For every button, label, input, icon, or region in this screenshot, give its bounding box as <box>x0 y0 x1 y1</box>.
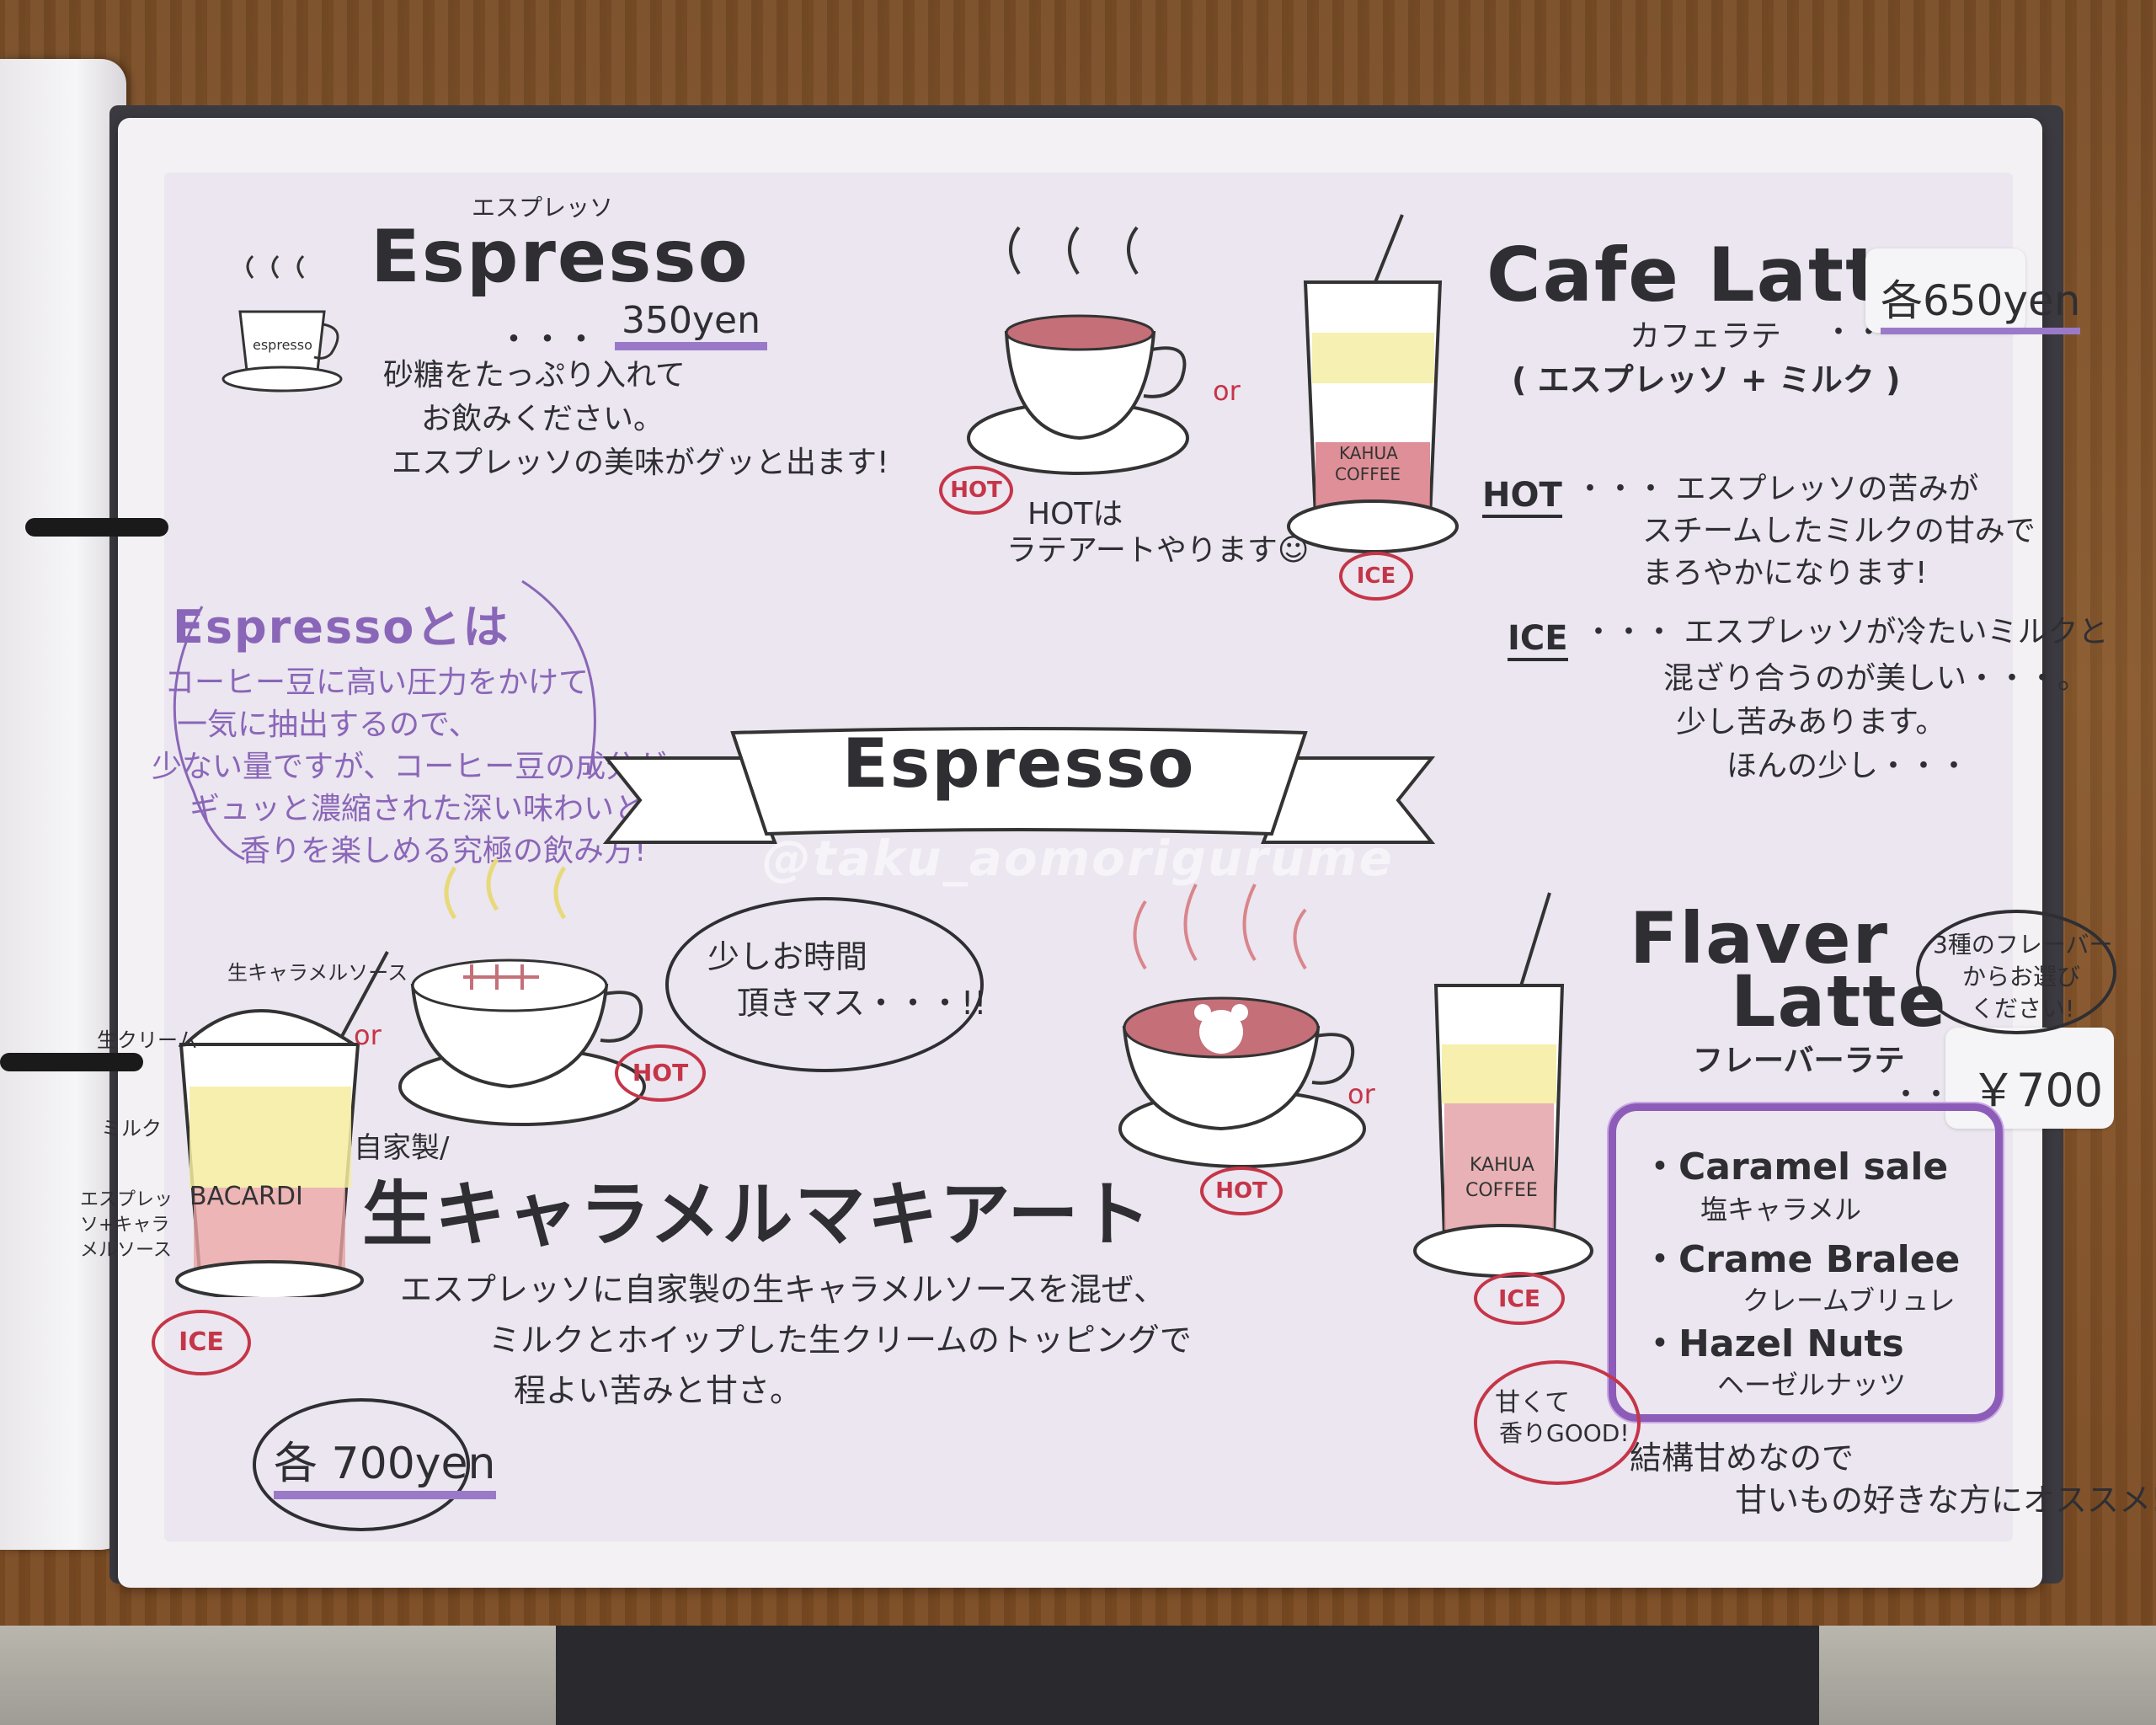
about-bracket <box>173 579 596 861</box>
hot-art-note-1: HOTは <box>1027 497 1123 531</box>
cup-brand-1: KAHUA <box>1339 443 1398 463</box>
cafe-latte-ice-desc-3: 少し苦みあります。 <box>1676 705 1946 740</box>
about-line-1: コーヒー豆に高い圧力をかけて <box>164 665 590 700</box>
flaver-title-1: Flaver <box>1630 897 1890 980</box>
flaver-note-2: 甘いもの好きな方にオススメ! <box>1735 1482 2156 1519</box>
layer-label-espresso-caramel: エスプレッソ+キャラメルソース <box>80 1189 173 1261</box>
wait-bubble-line-1: 少しお時間 <box>707 938 868 975</box>
espresso-desc-1: 砂糖をたっぷり入れて <box>383 358 686 393</box>
cafe-latte-ice-label: ICE <box>1508 619 1568 661</box>
cafe-latte-ice-desc-1: ・・・ エスプレッソが冷たいミルクと <box>1583 615 2109 649</box>
caramel-price: 各 700yen <box>274 1428 496 1499</box>
ice-badge-2: ICE <box>152 1310 251 1375</box>
espresso-ruby: エスプレッソ <box>472 194 614 222</box>
ice-badge-1: ICE <box>1339 552 1413 601</box>
iced-latte-glass-illustration: KAHUA COFFEE <box>1287 214 1459 553</box>
espresso-cup-illustration: espresso <box>221 254 343 393</box>
about-line-2: 一気に抽出するので、 <box>177 708 479 742</box>
espresso-price: 350yen <box>615 299 767 350</box>
flavor-list-box: ・Caramel sale 塩キャラメル ・Crame Bralee クレームブ… <box>1609 1103 2003 1422</box>
espresso-desc-3: エスプレッソの美味がグッと出ます! <box>392 446 889 480</box>
binder-ring-bottom <box>0 1053 143 1071</box>
cafe-latte-ice-desc-4: ほんの少し・・・ <box>1726 749 1970 783</box>
iced-caramel-glass-illustration: BACARDI <box>175 951 389 1297</box>
svg-text:espresso: espresso <box>253 337 312 353</box>
flavor-choice-bubble <box>1916 910 2116 1034</box>
espresso-desc-2: お飲みください。 <box>421 402 664 436</box>
about-line-3: 少ない量ですが、コーヒー豆の成分が <box>152 750 667 784</box>
hot-badge-2: HOT <box>615 1044 706 1102</box>
flavor-choice-line-2: からお選び <box>1962 963 2081 991</box>
or-label-2: or <box>354 1019 382 1051</box>
about-title: Espressoとは <box>173 601 510 654</box>
cup-brand-2: COFFEE <box>1335 464 1401 484</box>
wait-bubble-line-2: 頂きマス・・・!! <box>737 985 987 1022</box>
hot-art-note-2: ラテアートやります☺ <box>1006 533 1310 568</box>
sweet-bubble <box>1474 1360 1641 1485</box>
caramel-desc-1: エスプレッソに自家製の生キャラメルソースを混ぜ、 <box>400 1271 1166 1308</box>
flaver-title-2: Latte <box>1731 960 1948 1043</box>
cup-text-bacardi: BACARDI <box>189 1182 303 1211</box>
hot-badge-3: HOT <box>1200 1167 1283 1215</box>
flavor-jp-3: ヘーゼルナッツ <box>1717 1369 1907 1401</box>
caramel-price-circle <box>253 1398 470 1531</box>
caramel-title: 生キャラメルマキアート <box>362 1173 1153 1256</box>
cafe-latte-price-tag: 各650yen <box>1865 248 2081 334</box>
layer-label-caramel-sauce: 生キャラメルソース <box>227 961 408 985</box>
iced-flaver-glass-illustration: KAHUA COFFEE <box>1413 892 1593 1278</box>
flavor-jp-2: クレームブリュレ <box>1742 1284 1956 1316</box>
cafe-latte-ice-desc-2: 混ざり合うのが美しい・・・。 <box>1663 661 2089 696</box>
cafe-latte-sub: ( エスプレッソ + ミルク ) <box>1512 361 1901 398</box>
layer-label-milk: ミルク <box>101 1117 162 1140</box>
flaver-price: ￥700 <box>1971 1064 2104 1117</box>
ice-badge-3: ICE <box>1474 1272 1565 1325</box>
or-label-3: or <box>1348 1078 1375 1110</box>
sweet-bubble-line-2: 香りGOOD! <box>1499 1419 1630 1447</box>
hot-caramel-cup-illustration <box>398 857 646 1126</box>
about-line-4: ギュッと濃縮された深い味わいと <box>189 792 645 826</box>
caramel-homemade: 自家製/ <box>354 1131 450 1165</box>
cup-brand-3: KAHUA <box>1470 1155 1534 1176</box>
espresso-title: Espresso <box>371 215 750 299</box>
watermark: @taku_aomorigurume <box>762 830 1394 887</box>
flavor-choice-line-1: 3種のフレーバー <box>1933 931 2113 959</box>
flaver-price-tag: ￥700 <box>1945 1028 2114 1129</box>
about-line-5: 香りを楽しめる究極の飲み方! <box>240 834 647 868</box>
flavor-jp-1: 塩キャラメル <box>1700 1194 1862 1226</box>
hot-badge-1: HOT <box>939 466 1013 515</box>
caramel-desc-3: 程よい苦みと甘さ。 <box>514 1372 803 1409</box>
banner-title: Espresso <box>842 724 1196 803</box>
flavor-name-3: ・Hazel Nuts <box>1641 1322 1904 1365</box>
cafe-latte-title: Cafe Latte <box>1486 232 1935 318</box>
cafe-latte-price: 各650yen <box>1881 267 2081 334</box>
caramel-desc-2: ミルクとホイップした生クリームのトッピングで <box>488 1322 1192 1359</box>
cafe-latte-hot-desc-3: まろやかになります! <box>1642 556 1928 590</box>
bear-latte-cup-illustration <box>1118 884 1366 1168</box>
binder-ring-top <box>25 518 168 537</box>
sweet-bubble-line-1: 甘くて <box>1495 1388 1571 1418</box>
flavor-name-2: ・Crame Bralee <box>1641 1238 1961 1281</box>
layer-label-cream: 生クリーム <box>97 1028 198 1052</box>
flaver-note-1: 結構甘めなので <box>1630 1439 1854 1477</box>
ribbon-banner <box>602 727 1436 844</box>
cafe-latte-ruby: カフェラテ <box>1630 319 1782 354</box>
cafe-latte-hot-desc-1: ・・・ エスプレッソの苦みが <box>1575 472 1979 506</box>
flaver-ruby: フレーバーラテ <box>1693 1044 1905 1078</box>
or-label-1: or <box>1213 375 1241 407</box>
dark-floor-area <box>556 1626 1819 1725</box>
hot-latte-cup-illustration <box>967 226 1189 475</box>
binder-left-page <box>0 59 126 1550</box>
flavor-choice-line-3: ください! <box>1971 995 2075 1023</box>
cup-brand-4: COFFEE <box>1465 1180 1538 1201</box>
flavor-name-1: ・Caramel sale <box>1641 1146 1949 1188</box>
cafe-latte-hot-label: HOT <box>1482 476 1562 518</box>
wait-bubble <box>665 897 984 1072</box>
cafe-latte-hot-desc-2: スチームしたミルクの甘みで <box>1642 514 2036 548</box>
espresso-dots: ・・・ <box>497 320 598 359</box>
